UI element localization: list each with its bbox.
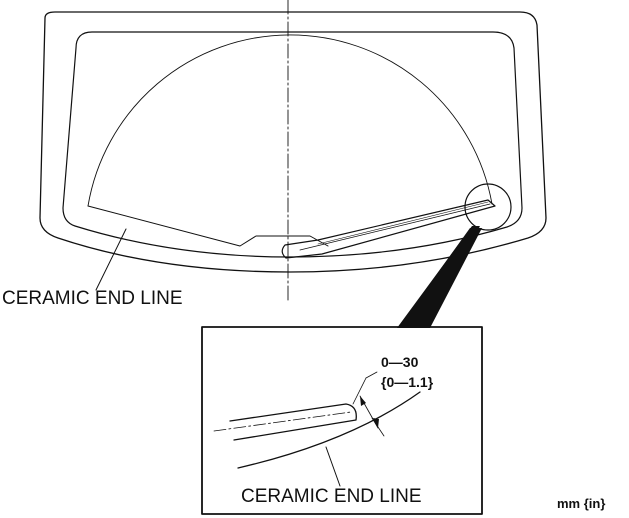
units-label: mm {in} (557, 496, 606, 511)
ceramic-end-line-left (87, 205, 329, 247)
dimension-leader (365, 371, 378, 379)
detail-blade-centerline (213, 411, 352, 432)
wiper-sweep-arc (87, 34, 493, 207)
leader-detail (325, 446, 341, 487)
dimension-extension-1 (352, 377, 367, 405)
detail-circle (464, 183, 512, 231)
detail-box (201, 326, 483, 515)
leader-main (95, 228, 127, 291)
glass-inner-outline (62, 31, 523, 258)
dimension-arrow-1 (360, 396, 366, 406)
dimension-in-label: {0—1.1} (381, 374, 434, 390)
wiper-arm (281, 199, 496, 259)
detail-magnifier-wedge-fill (398, 228, 482, 328)
dimension-arrow-2 (373, 418, 379, 428)
dimension-mm-label: 0—30 (381, 354, 419, 370)
detail-wiper-blade (229, 403, 357, 441)
ceramic-end-line-label: CERAMIC END LINE (2, 288, 183, 309)
wiper-blade-line (299, 203, 491, 251)
glass-outer-outline (39, 11, 547, 273)
detail-ceramic-curve (237, 391, 421, 469)
ceramic-end-line-detail-label: CERAMIC END LINE (241, 486, 422, 507)
wiper-blade-line-upper (317, 201, 489, 245)
